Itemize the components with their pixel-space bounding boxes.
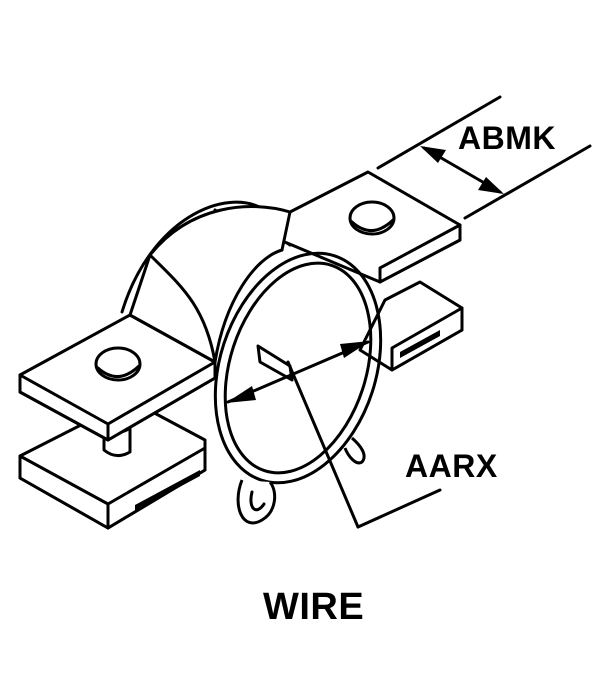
lower-plate bbox=[18, 280, 464, 530]
wire-ring bbox=[213, 251, 383, 525]
diagram-title: WIRE bbox=[263, 586, 365, 628]
abmk-dimension bbox=[376, 95, 592, 220]
aarx-label: AARX bbox=[405, 448, 498, 484]
mounting-holes bbox=[94, 200, 396, 382]
aarx-dimension bbox=[226, 340, 442, 529]
abmk-label: ABMK bbox=[458, 120, 556, 156]
